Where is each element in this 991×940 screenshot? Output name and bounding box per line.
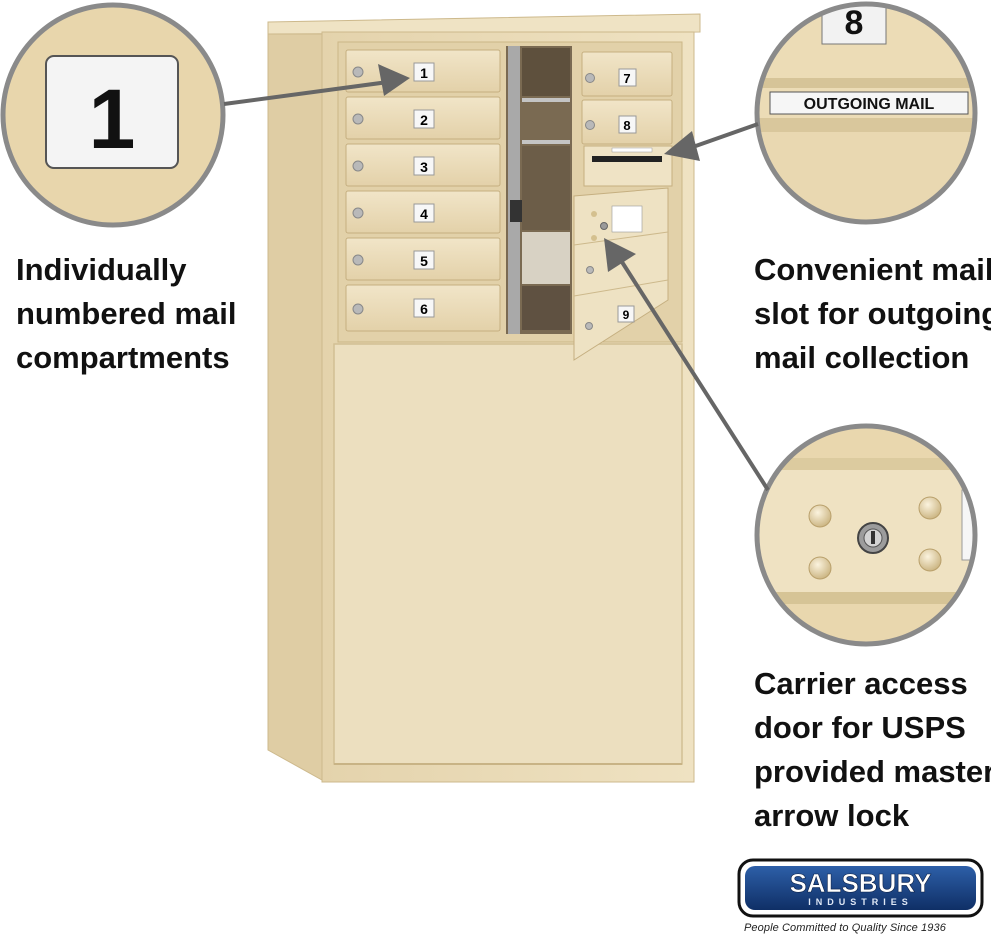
caption-line: numbered mail	[16, 296, 237, 331]
caption-line: Convenient mail	[754, 252, 991, 287]
compartment-door[interactable]: 2	[345, 96, 501, 140]
carrier-access-door[interactable]: 9	[573, 187, 669, 361]
compartment-door[interactable]: 7	[581, 51, 673, 97]
compartment-number: 8	[623, 118, 630, 133]
compartment-door[interactable]: 3	[345, 143, 501, 187]
caption-carrier-access: Carrier access door for USPS provided ma…	[754, 662, 991, 838]
compartment-number: 2	[420, 112, 428, 128]
compartment-door[interactable]: 4	[345, 190, 501, 234]
compartment-door[interactable]: 5	[345, 237, 501, 281]
caption-line: arrow lock	[754, 798, 910, 833]
zoom-circle-number: 1	[0, 2, 226, 228]
logo-name: SALSBURY	[789, 868, 931, 898]
outgoing-mail-label: OUTGOING MAIL	[804, 96, 935, 113]
compartment-number: 6	[420, 301, 428, 317]
zoom-number-1: 1	[89, 72, 136, 166]
compartment-column-right: 7 8 9	[573, 51, 673, 361]
callout-arrows	[223, 64, 770, 492]
compartment-number: 1	[420, 65, 428, 81]
compartment-number: 7	[623, 71, 630, 86]
zoom-circle-outgoing-mail: 8 OUTGOING MAIL	[754, 1, 978, 225]
caption-line: compartments	[16, 340, 230, 375]
salsbury-logo: SALSBURY INDUSTRIES	[737, 858, 984, 918]
compartment-column-left: 1 2 3 4 5 6	[345, 49, 501, 332]
caption-outgoing-slot: Convenient mail slot for outgoing mail c…	[754, 248, 991, 380]
compartment-number: 3	[420, 159, 428, 175]
outgoing-mail-slot[interactable]	[583, 145, 673, 187]
zoom-circle-arrow-lock	[754, 423, 978, 647]
compartment-number: 5	[420, 253, 428, 269]
open-carrier-compartment	[506, 46, 572, 334]
compartment-number: 4	[420, 206, 428, 222]
caption-line: door for USPS	[754, 710, 966, 745]
caption-numbered-compartments: Individually numbered mail compartments	[16, 248, 237, 380]
tagline: People Committed to Quality Since 1936	[744, 922, 946, 934]
zoom-number-8: 8	[845, 4, 864, 42]
compartment-door[interactable]: 6	[345, 284, 501, 332]
caption-line: Carrier access	[754, 666, 968, 701]
caption-line: Individually	[16, 252, 187, 287]
caption-line: slot for outgoing	[754, 296, 991, 331]
logo-sub: INDUSTRIES	[808, 897, 913, 907]
compartment-number: 9	[623, 308, 630, 322]
caption-line: mail collection	[754, 340, 970, 375]
caption-line: provided master	[754, 754, 991, 789]
compartment-door[interactable]: 8	[581, 99, 673, 145]
